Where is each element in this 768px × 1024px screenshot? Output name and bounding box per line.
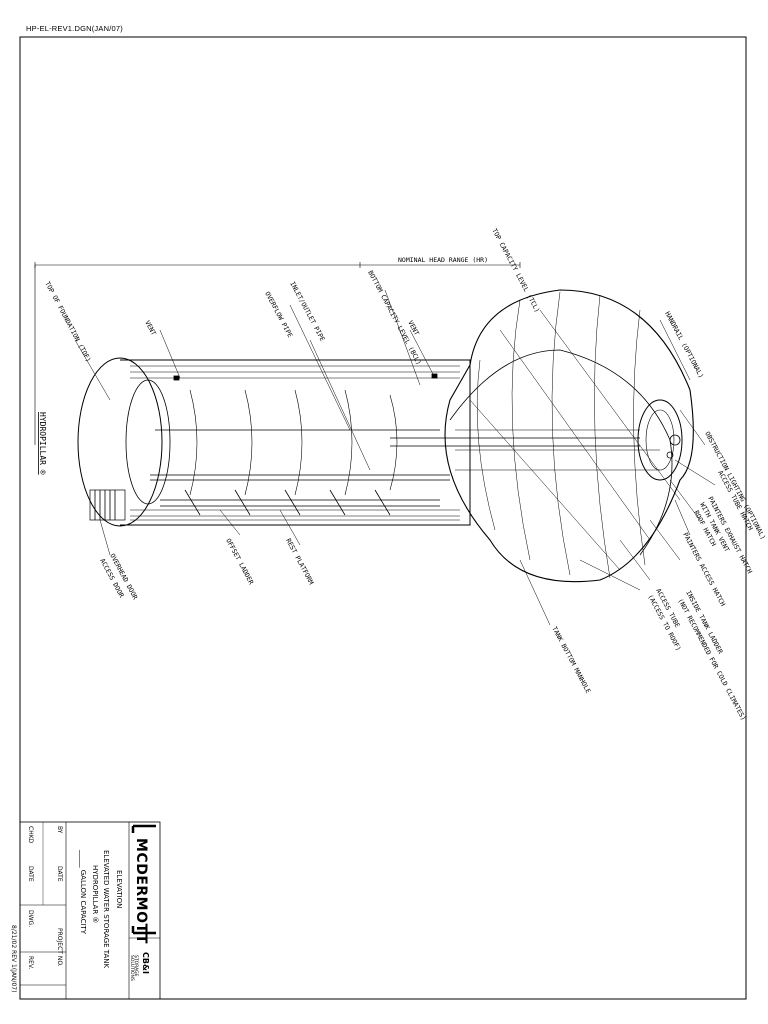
label-offset-ladder: OFFSET LADDER [224, 537, 255, 586]
footer-rev: 8/21/02 REV 1(JAN/07) [10, 925, 17, 992]
cbi-logo: CB&I [141, 952, 150, 974]
title-elevation: ELEVATION [115, 870, 123, 908]
file-reference: HP-EL-REV1.DGN(JAN/07) [26, 24, 123, 33]
leader-lines [74, 289, 716, 626]
tank-bowl [390, 289, 694, 583]
title-hydropillar: HYDROPILLAR ® [91, 865, 99, 923]
by-field: BY [56, 826, 63, 834]
label-tank-bottom-manhole: TANK BOTTOM MANHOLE [550, 625, 592, 694]
sheet-border [19, 36, 747, 1000]
label-vent-upper: VENT [143, 319, 157, 337]
label-bottom-capacity-level: BOTTOM CAPACITY LEVEL (BCL) [366, 269, 423, 366]
date-field-2: DATE [27, 866, 34, 882]
project-no-field: PROJECT NO. [56, 928, 63, 967]
label-hydropillar: HYDROPILLAR ® [38, 412, 47, 475]
title-gallon-capacity: _____ GALLON CAPACITY [79, 849, 87, 935]
label-not-recommended: (NOT RECOMMENDED FOR COLD CLIMATES) [676, 597, 747, 722]
rev-field: REV. [27, 956, 34, 969]
label-top-capacity-level: TOP CAPACITY LEVEL (TCL) [490, 227, 541, 314]
date-field-1: DATE [56, 866, 63, 882]
storage-text: STORAGE [133, 955, 139, 977]
company-logo: MCDERMOTT [133, 838, 149, 944]
title-elevated-tank: ELEVATED WATER STORAGE TANK [102, 850, 110, 969]
tank-drawing [34, 262, 716, 626]
label-nominal-head-range: NOMINAL HEAD RANGE (HR) [398, 256, 488, 264]
chkd-field: CHKD [27, 826, 34, 844]
solutions-text: SOLUTIONS [129, 955, 135, 981]
label-handrail: HANDRAIL (OPTIONAL) [663, 310, 705, 379]
dwg-field: DWG. [27, 910, 34, 927]
dimension-lines [34, 262, 521, 445]
pedestal [77, 357, 471, 527]
label-overflow-pipe: OVERFLOW PIPE [263, 290, 294, 339]
label-top-of-foundation: TOP OF FOUNDATION (TOF) [43, 280, 92, 363]
title-block [19, 821, 161, 1000]
